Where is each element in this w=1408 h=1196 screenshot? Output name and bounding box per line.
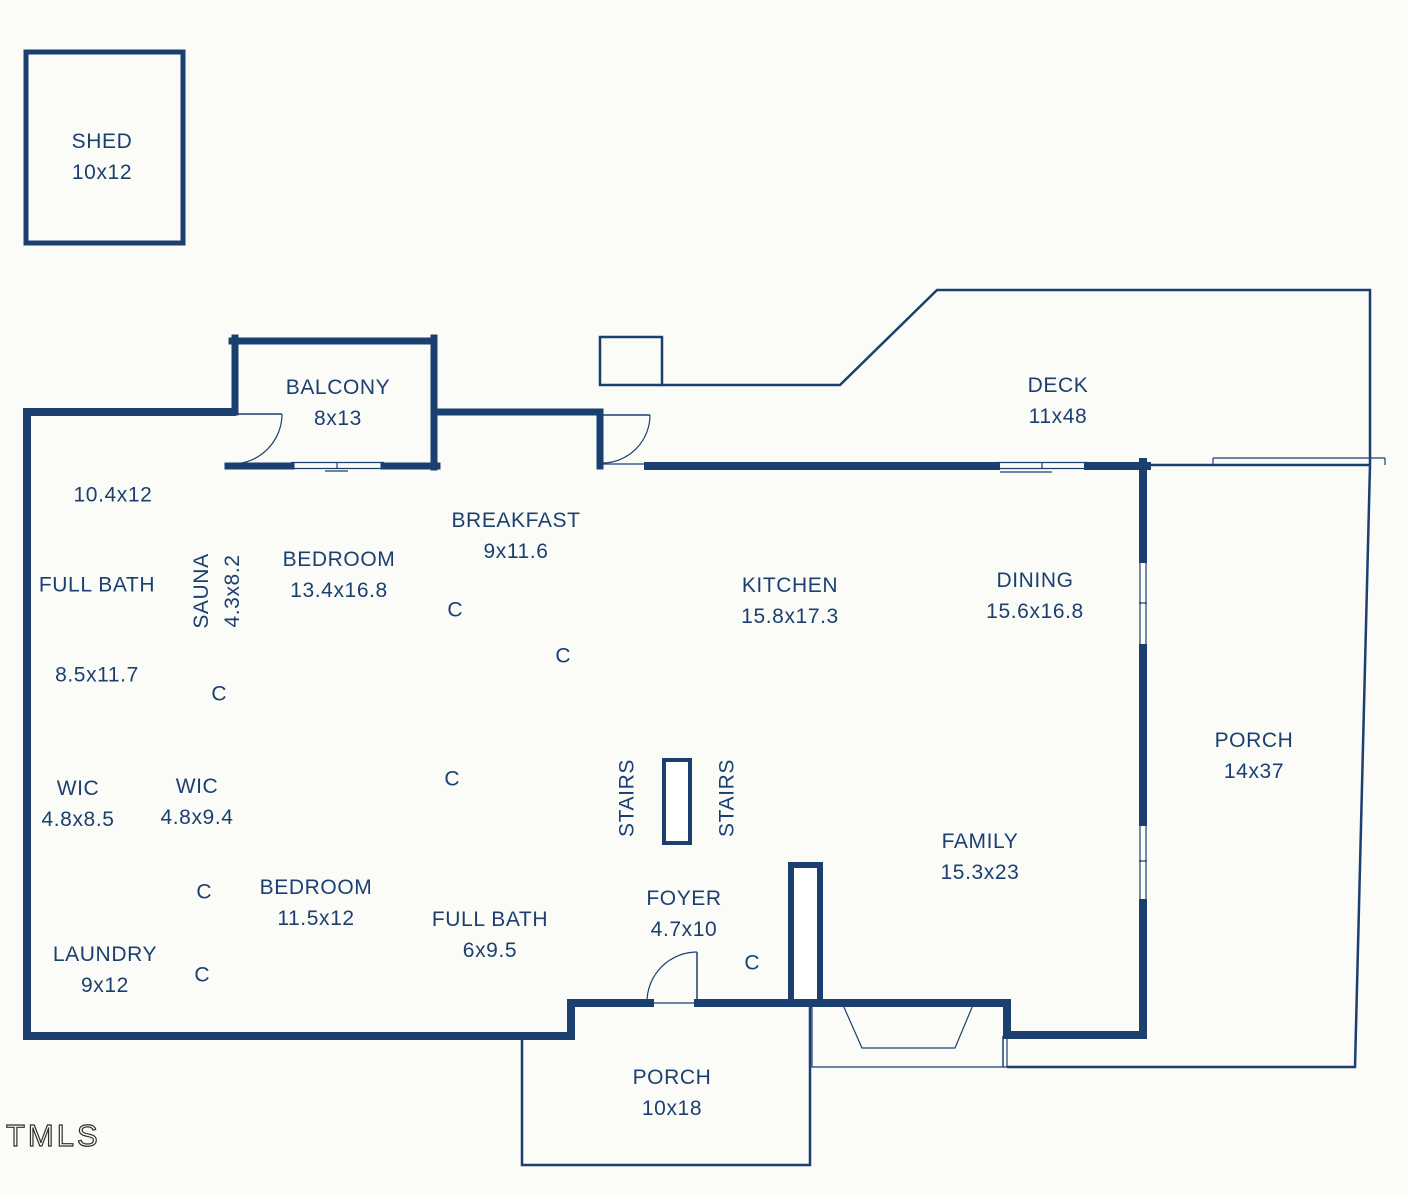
closet-label: C <box>447 598 463 622</box>
closet-label: C <box>194 963 210 987</box>
room-name: BREAKFAST <box>451 509 581 532</box>
room-dims: 9x11.6 <box>483 540 549 563</box>
room-name: STAIRS <box>615 759 639 837</box>
room-dims: 11.5x12 <box>277 907 355 930</box>
room-label-breakfast: BREAKFAST 9x11.6 <box>451 505 580 567</box>
room-name: PORCH <box>1214 729 1294 752</box>
room-label-full-bath-1: FULL BATH <box>39 570 155 601</box>
room-dims-upper-bedroom: 10.4x12 <box>74 480 153 511</box>
room-name: SHED <box>71 130 133 153</box>
bottom-porch-outline <box>520 1003 812 1167</box>
room-name: WIC <box>175 775 219 798</box>
room-name: FOYER <box>646 887 722 910</box>
closet-label: C <box>444 767 460 791</box>
room-label-balcony: BALCONY 8x13 <box>286 372 391 434</box>
room-name: DECK <box>1027 374 1089 397</box>
room-name: STAIRS <box>715 759 739 837</box>
room-label-foyer: FOYER 4.7x10 <box>646 883 721 945</box>
room-dims: 13.4x16.8 <box>290 579 388 602</box>
room-label-bedroom-2: BEDROOM 11.5x12 <box>260 872 373 934</box>
room-dims: 10.4x12 <box>73 483 153 507</box>
room-label-wic-2: WIC 4.8x9.4 <box>160 771 233 833</box>
room-name: FULL BATH <box>431 908 549 931</box>
foyer-wall-stub <box>788 862 823 1005</box>
room-name: BEDROOM <box>259 876 373 899</box>
room-label-shed: SHED 10x12 <box>72 126 133 188</box>
room-label-wic-1: WIC 4.8x8.5 <box>41 773 114 835</box>
shed-outline <box>23 49 186 246</box>
room-name: PORCH <box>632 1066 712 1089</box>
stairwell-opening <box>662 758 692 845</box>
room-name: FULL BATH <box>38 573 156 597</box>
deck-outline <box>598 288 1386 467</box>
room-label-family: FAMILY 15.3x23 <box>941 826 1020 888</box>
room-label-porch-bottom: PORCH 10x18 <box>633 1062 712 1124</box>
room-label-stairs-right: STAIRS <box>712 759 743 837</box>
room-dims: 8.5x11.7 <box>55 663 139 687</box>
room-name: KITCHEN <box>741 574 839 597</box>
room-name: BALCONY <box>285 376 391 399</box>
room-name: BEDROOM <box>282 548 396 571</box>
room-dims: 11x48 <box>1028 405 1088 428</box>
entry-steps <box>811 1004 1008 1068</box>
room-label-laundry: LAUNDRY 9x12 <box>53 939 157 1001</box>
room-label-kitchen: KITCHEN 15.8x17.3 <box>741 570 839 632</box>
room-label-deck: DECK 11x48 <box>1028 370 1089 432</box>
deck-door <box>600 414 651 465</box>
balcony-door <box>231 413 283 465</box>
room-label-dining: DINING 15.6x16.8 <box>986 565 1084 627</box>
room-label-full-bath-2: FULL BATH 6x9.5 <box>432 904 548 966</box>
room-dims: 4.8x8.5 <box>41 808 115 831</box>
closet-label: C <box>211 682 227 706</box>
family-side-window <box>1139 822 1147 901</box>
closet-label: C <box>196 880 212 904</box>
room-name: DINING <box>996 569 1074 592</box>
room-name: FAMILY <box>941 830 1019 853</box>
room-dims-full-bath-1: 8.5x11.7 <box>55 660 139 691</box>
room-name: LAUNDRY <box>52 943 158 966</box>
right-porch-outline <box>1002 464 1372 1069</box>
closet-label: C <box>555 644 571 668</box>
room-dims: 10x18 <box>641 1097 703 1120</box>
balcony-window <box>291 461 384 472</box>
room-dims: 10x12 <box>71 161 133 184</box>
room-dims: 6x9.5 <box>462 939 518 962</box>
tmls-watermark: TMLS <box>5 1117 101 1153</box>
room-dims: 15.8x17.3 <box>741 605 839 628</box>
room-label-porch-right: PORCH 14x37 <box>1215 725 1294 787</box>
room-dims: 9x12 <box>81 974 129 997</box>
front-door <box>646 951 698 1004</box>
dining-side-window <box>1139 559 1147 648</box>
room-name: WIC <box>56 777 100 800</box>
kitchen-window <box>996 461 1088 473</box>
room-dims: 4.3x8.2 <box>221 554 244 628</box>
room-dims: 8x13 <box>314 407 362 430</box>
balcony-walls <box>224 334 441 471</box>
closet-label: C <box>744 951 760 975</box>
exterior-walls <box>23 408 1151 1040</box>
room-label-stairs-left: STAIRS <box>612 759 643 837</box>
room-label-sauna: SAUNA 4.3x8.2 <box>186 553 248 628</box>
room-dims: 15.3x23 <box>940 861 1020 884</box>
room-label-bedroom-1: BEDROOM 13.4x16.8 <box>283 544 396 606</box>
room-dims: 4.8x9.4 <box>160 806 234 829</box>
room-name: SAUNA <box>190 553 213 629</box>
room-dims: 4.7x10 <box>650 918 718 941</box>
room-dims: 15.6x16.8 <box>986 600 1084 623</box>
room-dims: 14x37 <box>1223 760 1285 783</box>
